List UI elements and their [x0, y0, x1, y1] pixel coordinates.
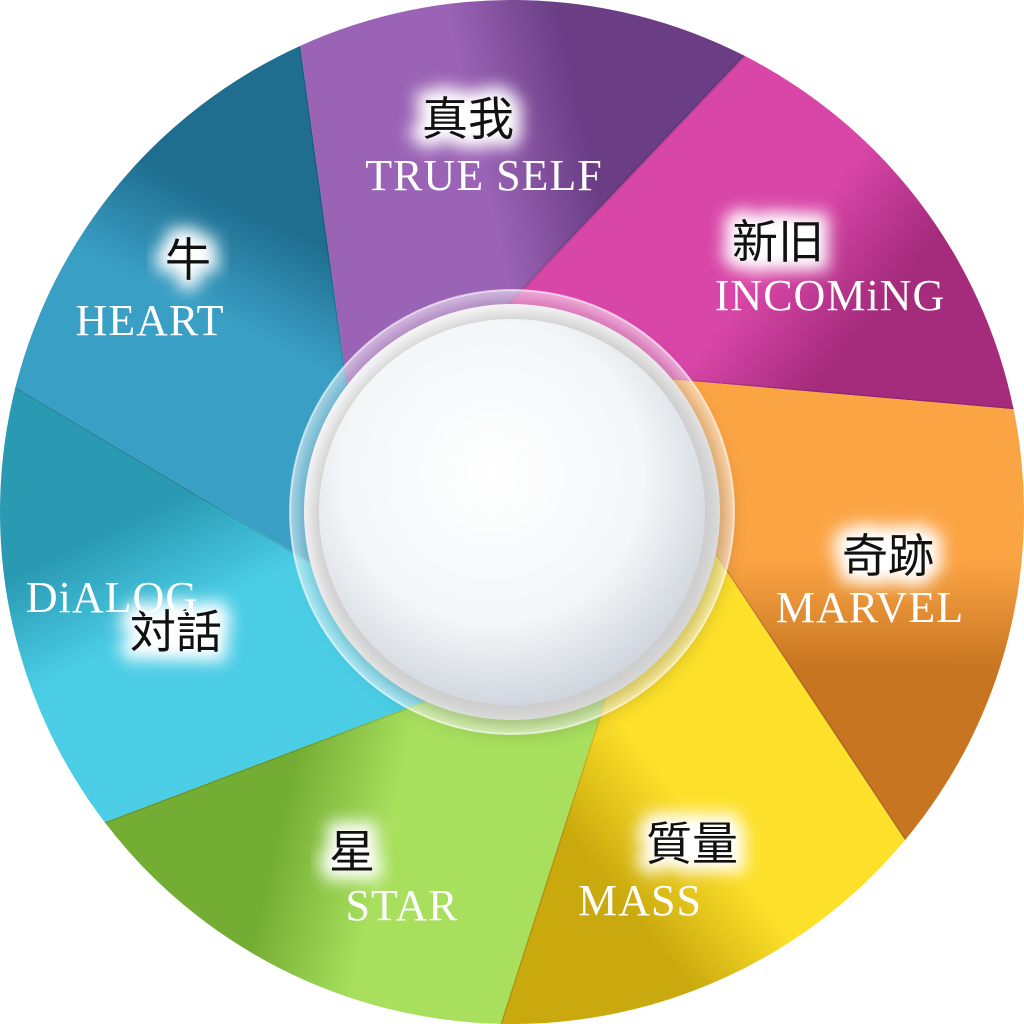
segment-en-label-mass: MASS	[578, 876, 702, 925]
segment-en-label-heart: HEART	[75, 296, 224, 345]
segment-jp-glow-true-self: 真我	[422, 92, 514, 146]
segment-jp-label-mass: 質量	[646, 817, 738, 871]
segment-en-label-star: STAR	[346, 881, 459, 930]
segment-jp-label-heart: 牛	[165, 233, 211, 287]
segment-jp-glow-star: 星	[329, 825, 375, 879]
segment-en-label-marvel: MARVEL	[776, 583, 964, 632]
segment-jp-glow-incoming: 新旧	[732, 215, 824, 269]
segment-jp-glow-marvel: 奇跡	[842, 529, 934, 583]
segment-true-self	[508, 55, 1014, 410]
segment-star	[0, 386, 426, 823]
segment-jp-label-incoming: 新旧	[732, 215, 824, 269]
segment-en-label-true-self: TRUE SELF	[365, 151, 603, 200]
segment-jp-glow-heart: 牛	[165, 233, 211, 287]
segment-marvel	[500, 554, 906, 1024]
hub-center	[319, 319, 705, 705]
segment-en-label-dialog: DiALOG	[26, 573, 198, 622]
segment-jp-glow-mass: 質量	[646, 817, 738, 871]
segment-incoming	[672, 379, 1024, 841]
segment-edge-heart	[507, 54, 746, 306]
segment-en-label-incoming: INCOMiNG	[715, 271, 945, 320]
segment-jp-label-dialog: 対話	[130, 605, 222, 659]
segment-jp-label-star: 星	[329, 825, 375, 879]
segment-heart	[300, 0, 745, 386]
segment-jp-label-marvel: 奇跡	[842, 529, 934, 583]
segment-mass	[104, 697, 606, 1024]
segment-jp-glow-dialog: 対話	[130, 605, 222, 659]
segment-jp-label-true-self: 真我	[422, 92, 514, 146]
segment-dialog	[15, 45, 348, 562]
